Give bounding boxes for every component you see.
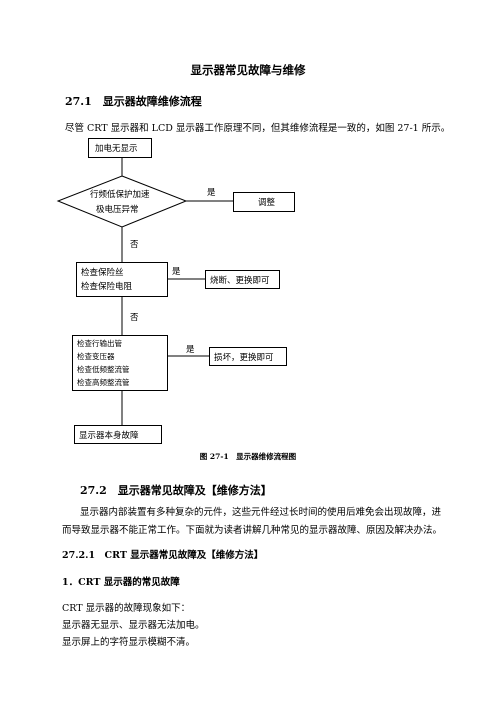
body-line-3: 显示屏上的字符显示模糊不清。 [62,637,196,648]
flow-start-label: 加电无显示 [95,144,138,154]
flow-start-box: 加电无显示 [88,138,152,158]
section2-para-line2: 而导致显示器不能正常工作。下面就为读者讲解几种常见的显示器故障、原因及解决办法。 [62,525,443,536]
figure-caption: 图 27-1 显示器维修流程图 [199,452,297,461]
no-label-2: 否 [130,313,139,323]
yes-label-2: 是 [172,267,181,277]
yes-label-1: 是 [207,188,216,198]
decision-diamond [56,175,188,228]
flow-result-fuse-label: 烧断、更换即可 [210,276,270,286]
flow-check-components-box: 检查行输出管 检查变压器 检查低频整流管 检查高频整流管 [72,335,168,391]
no-label-1: 否 [130,240,139,250]
flow-result-components-label: 损坏，更换即可 [214,353,274,363]
flow-result-adjust-box: 调整 [233,192,295,212]
flow-check-components-line2: 检查变压器 [77,352,115,361]
item-heading-crt-faults: 1．CRT 显示器的常见故障 [62,577,180,588]
decision-label-line1: 行频低保护加速 [90,190,150,200]
decision-label-line2: 极电压异常 [96,205,139,215]
flow-check-components-line4: 检查高频整流管 [77,378,130,387]
flow-check-components-line1: 检查行输出管 [77,339,122,348]
page-title: 显示器常见故障与维修 [190,63,306,77]
flow-result-components-box: 损坏，更换即可 [209,347,287,366]
flowchart-connectors [56,158,233,425]
flow-end-label: 显示器本身故障 [79,431,139,441]
section-heading-27-2: 27.2 显示器常见故障及【维修方法】 [80,484,272,497]
flow-result-adjust-label: 调整 [258,198,276,208]
flow-check-components-line3: 检查低频整流管 [77,365,130,374]
section-intro-paragraph: 尽管 CRT 显示器和 LCD 显示器工作原理不同，但其维修流程是一致的，如图 … [65,123,451,134]
body-line-2: 显示器无显示、显示器无法加电。 [62,620,205,631]
yes-label-3: 是 [186,345,195,355]
section2-para-line1: 显示器内部装置有多种复杂的元件，这些元件经过长时间的使用后难免会出现故障，进 [80,507,442,518]
flow-check-fuse-line1: 检查保险丝 [81,268,124,278]
flow-result-fuse-box: 烧断、更换即可 [205,270,280,289]
subsection-heading-27-2-1: 27.2.1 CRT 显示器常见故障及【维修方法】 [62,550,264,561]
flowchart: 加电无显示 行频低保护加速 极电压异常 是 调整 否 检查保险丝 检查保险电阻 … [56,138,295,444]
section-heading-27-1: 27.1 显示器故障维修流程 [65,95,202,108]
flow-end-box: 显示器本身故障 [74,425,162,444]
body-line-1: CRT 显示器的故障现象如下： [62,603,191,614]
flow-check-fuse-line2: 检查保险电阻 [81,282,133,292]
flow-check-fuse-box: 检查保险丝 检查保险电阻 [76,262,168,297]
